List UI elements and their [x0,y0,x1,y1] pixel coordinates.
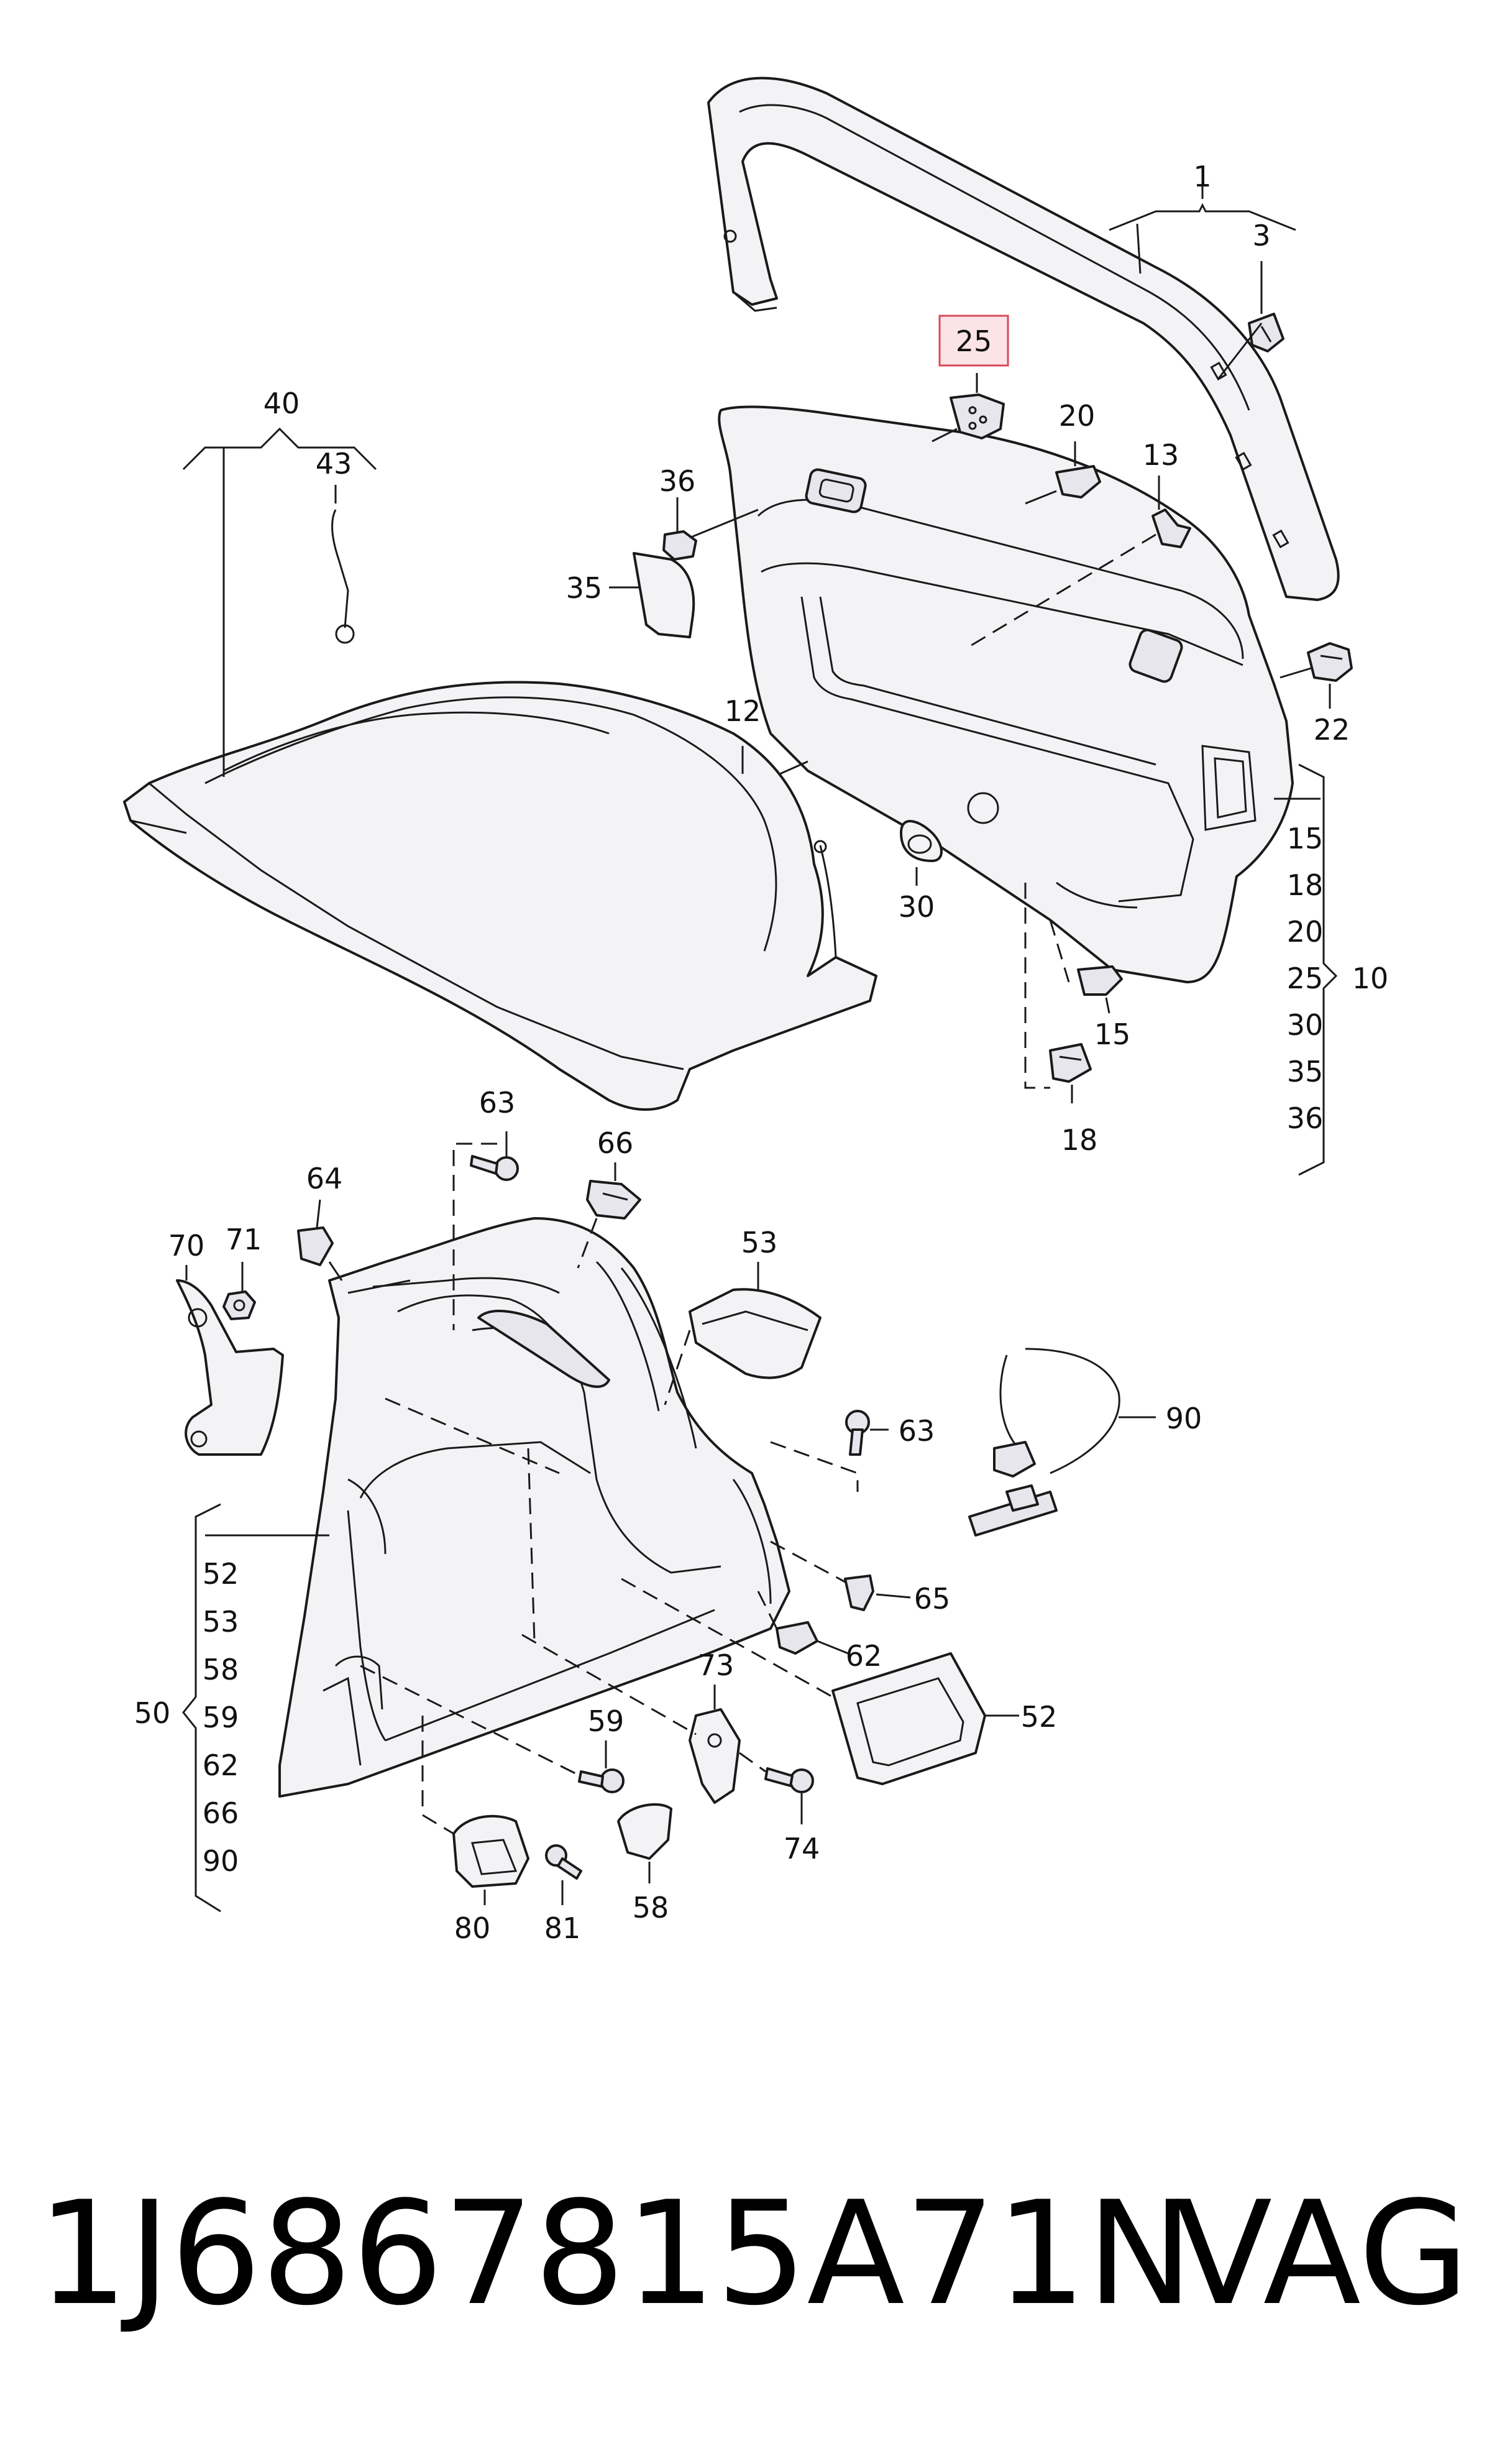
group10-item-2: 18 [1287,868,1324,902]
callout-66: 66 [597,1126,634,1160]
group10-item-7: 36 [1287,1101,1324,1135]
clip-part-62 [776,1621,818,1655]
group50-item-2: 53 [203,1605,239,1639]
screw-part-74 [764,1767,814,1793]
callout-43: 43 [316,447,352,480]
callout-3: 3 [1252,219,1270,252]
callout-10: 10 [1352,962,1389,995]
bracket-part-73 [689,1708,741,1804]
callout-18: 18 [1061,1123,1098,1157]
callout-numbers: 1 3 25 20 13 40 43 36 35 22 12 30 15 18 … [134,160,1389,1945]
callout-50: 50 [134,1696,171,1730]
footer-part-number: 1J6867815A71N [37,2171,1194,2337]
leader-lines [182,186,1338,1913]
group50-item-3: 58 [203,1653,239,1686]
screw-part-81 [545,1844,582,1880]
callout-62: 62 [846,1639,882,1673]
side-trim-panel [278,1217,790,1798]
clip-part-13 [1151,508,1191,548]
group10-item-5: 30 [1287,1008,1324,1042]
clip-part-65 [844,1574,874,1611]
bracket-part-70 [176,1279,284,1456]
group50-item-1: 52 [203,1557,239,1591]
callout-73: 73 [698,1648,735,1682]
nut-part-71 [222,1290,256,1320]
grommet-part-30 [900,820,943,862]
group50-item-7: 90 [203,1844,239,1878]
clip-part-3 [1248,313,1284,352]
clip-part-20 [1055,465,1101,499]
group50-item-6: 66 [203,1796,239,1830]
parcel-shelf [123,509,877,1111]
callout-74: 74 [784,1832,820,1865]
callout-52: 52 [1021,1700,1058,1734]
clip-part-66 [586,1180,641,1220]
group50-item-4: 59 [203,1701,239,1734]
callout-63-right: 63 [899,1414,935,1448]
callout-36: 36 [659,464,696,498]
callout-22: 22 [1314,713,1350,747]
highlight-box-25 [938,315,1009,367]
callout-71: 71 [226,1223,262,1256]
tailgate-trim-panel [718,405,1294,983]
group10-item-3: 20 [1287,915,1324,949]
screw-part-59 [578,1768,625,1793]
callout-13: 13 [1143,438,1179,472]
callout-80: 80 [454,1911,491,1945]
callout-12: 12 [725,694,761,728]
callout-70: 70 [168,1229,205,1262]
callout-63-top: 63 [479,1086,516,1119]
callout-64: 64 [306,1162,343,1195]
group50-item-5: 62 [203,1749,239,1782]
lashing-eye-part-80 [452,1814,529,1888]
callout-20: 20 [1059,399,1096,433]
clip-part-18 [1049,1043,1092,1083]
group10-item-6: 35 [1287,1055,1324,1088]
callout-53: 53 [741,1226,778,1259]
cover-part-53 [689,1288,822,1379]
screw-part-63-right [845,1410,870,1456]
callout-81: 81 [544,1911,581,1945]
clip-part-15 [1077,965,1123,996]
callout-58: 58 [633,1891,669,1924]
callout-90: 90 [1166,1402,1202,1435]
callout-40: 40 [263,387,300,420]
tailgate-frame-trim [707,76,1340,601]
callout-35: 35 [566,571,603,605]
callout-65: 65 [914,1582,951,1616]
callout-15: 15 [1094,1018,1131,1051]
clip-part-36 [662,530,697,561]
callout-30: 30 [899,890,935,924]
group10-item-1: 15 [1287,822,1324,855]
clip-part-22 [1307,642,1353,682]
screw-part-63-top [470,1155,519,1181]
part-25-bracket [950,393,1005,439]
strap-part-90 [968,1348,1120,1537]
cover-part-35 [633,552,695,638]
grille-part-52 [831,1652,986,1785]
clip-part-64 [297,1226,334,1266]
cap-part-58 [617,1803,672,1860]
callout-59: 59 [588,1704,625,1738]
callout-25: 25 [956,324,992,358]
group10-item-4: 25 [1287,962,1324,995]
footer-brand: VAG [1174,2171,1469,2337]
callout-1: 1 [1193,160,1211,193]
